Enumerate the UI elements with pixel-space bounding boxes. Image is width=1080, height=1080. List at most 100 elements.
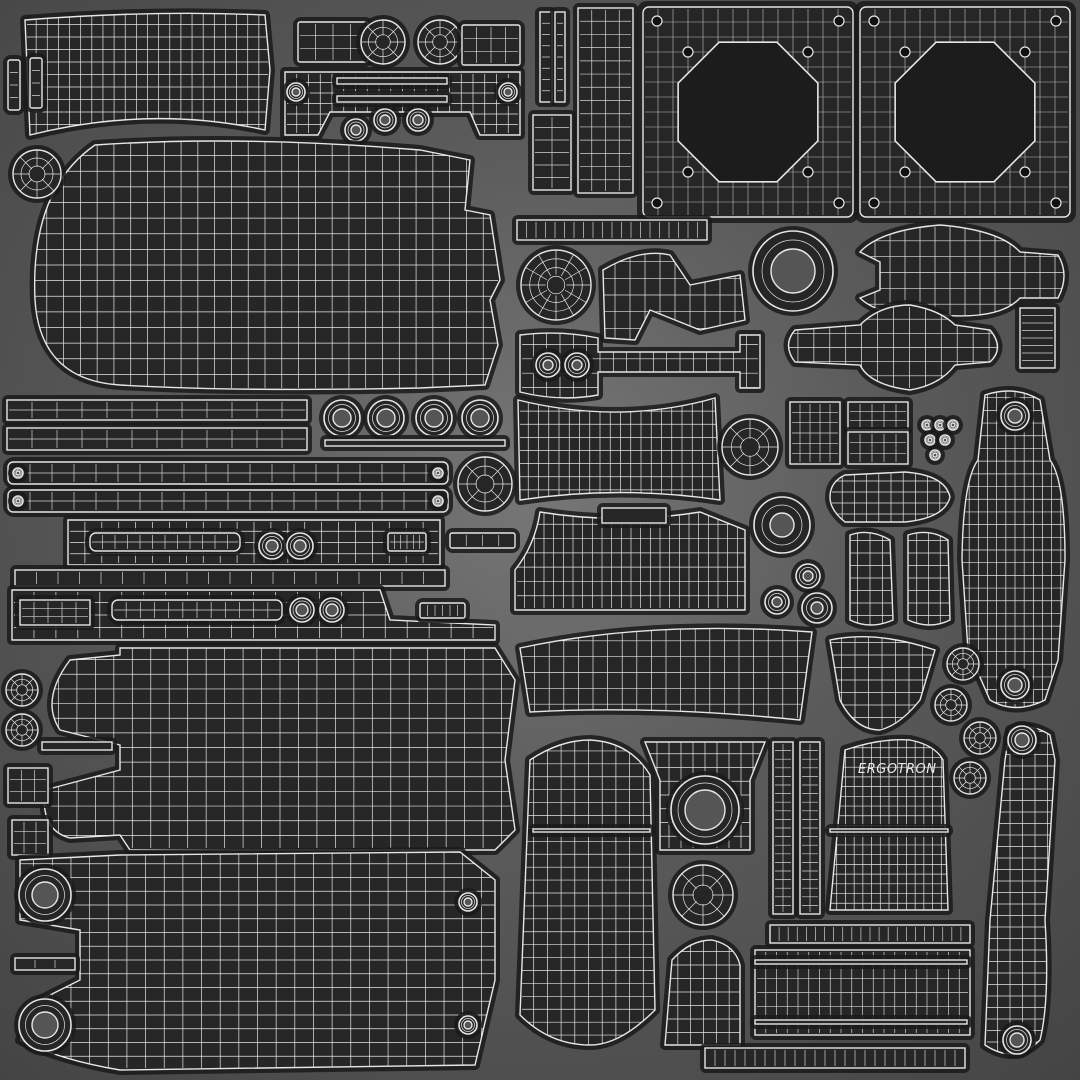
uv-wire-grid: [34, 142, 498, 388]
uv-mount-hole: [1050, 15, 1062, 27]
uv-island-22: [376, 111, 394, 129]
uv-island-50: [466, 404, 494, 432]
uv-island-169: [941, 436, 949, 444]
uv-mount-hole: [1019, 166, 1031, 178]
uv-island-178: [907, 531, 951, 626]
uv-island-141: [806, 597, 828, 619]
uv-wire-rings: [521, 250, 591, 320]
uv-wire-grid: [792, 404, 838, 462]
uv-island-166: [926, 436, 934, 444]
uv-wire-grid: [908, 532, 950, 625]
uv-island-12: [291, 87, 301, 97]
uv-island-46: [424, 408, 444, 428]
uv-wire-rings: [458, 457, 512, 511]
uv-island-137: [802, 570, 814, 582]
uv-island-189: [532, 828, 651, 833]
uv-island-70: [265, 539, 279, 553]
uv-wire-grid: [14, 822, 46, 853]
uv-island-127: [517, 397, 721, 501]
uv-island-153: [847, 401, 909, 431]
uv-wire-grid: [92, 535, 238, 549]
uv-octagon-hole: [894, 41, 1036, 183]
uv-island-107: [461, 895, 475, 909]
uv-island-171: [932, 452, 938, 458]
uv-mount-hole: [868, 197, 880, 209]
uv-wire-grid: [850, 404, 906, 428]
uv-mount-hole: [802, 46, 814, 58]
uv-wire-grid: [850, 434, 906, 462]
uv-wire-grid: [832, 472, 950, 522]
uv-island-140: [810, 601, 824, 615]
uv-island-138: [799, 567, 817, 585]
uv-island-87: [322, 600, 342, 620]
uv-wire-rings: [964, 722, 996, 754]
uv-mount-hole: [682, 46, 694, 58]
uv-island-71: [262, 536, 282, 556]
uv-island-43: [376, 408, 396, 428]
uv-wire-grid: [557, 22, 563, 92]
uv-island-100: [25, 875, 65, 915]
uv-island-80: [19, 599, 91, 626]
uv-wire-grid: [10, 770, 46, 801]
uv-island-124: [571, 359, 583, 371]
uv-wire-grid: [522, 628, 810, 718]
uv-island-163: [949, 421, 957, 429]
uv-island-19: [347, 121, 365, 139]
uv-island-210: [984, 726, 1056, 1055]
uv-island-103: [25, 1005, 65, 1045]
uv-island-18: [350, 124, 362, 136]
uv-island-109: [463, 1020, 473, 1030]
uv-wire-grid: [580, 10, 631, 191]
uv-wire-grid: [10, 492, 446, 510]
uv-island-193: [684, 789, 726, 831]
uv-mount-hole: [651, 15, 663, 27]
uv-island-102: [31, 1011, 59, 1039]
uv-island-221: [754, 1019, 968, 1025]
uv-wire-rings: [673, 865, 733, 925]
uv-island-174: [829, 471, 951, 523]
uv-island-49: [470, 408, 490, 428]
uv-wire-grid: [36, 572, 424, 584]
uv-wire-rings: [361, 20, 405, 64]
uv-island-117: [761, 239, 825, 303]
uv-wire-rings: [935, 689, 967, 721]
uv-island-59: [434, 469, 442, 477]
uv-wire-grid: [300, 24, 366, 60]
ergotron-logo-text: ERGOTRON: [858, 762, 937, 777]
uv-island-41: [328, 404, 356, 432]
uv-wire-rings: [947, 648, 979, 680]
uv-wire-grid: [788, 307, 998, 388]
uv-wire-grid: [535, 117, 569, 188]
uv-mount-hole: [868, 15, 880, 27]
uv-island-159: [937, 422, 943, 428]
uv-wire-grid: [757, 952, 968, 1033]
uv-island-99: [31, 881, 59, 909]
uv-island-21: [379, 114, 391, 126]
uv-wire-rings: [6, 674, 38, 706]
uv-island-110: [461, 1018, 475, 1032]
uv-wire-grid: [1022, 315, 1053, 361]
uv-island-56: [14, 469, 22, 477]
uv-island-84: [292, 600, 312, 620]
uv-wire-grid: [517, 512, 745, 608]
uv-island-26: [336, 77, 448, 85]
uv-island-94: [7, 767, 49, 804]
uv-island-165: [927, 437, 933, 443]
uv-island-216: [1006, 1029, 1028, 1051]
uv-island-131: [514, 511, 746, 611]
uv-wire-rings: [13, 150, 61, 198]
uv-island-116: [770, 248, 816, 294]
uv-wire-grid: [522, 740, 655, 1045]
uv-island-106: [463, 897, 473, 907]
uv-wire-grid: [667, 940, 740, 1044]
uv-island-93: [41, 741, 113, 751]
uv-wire-grid: [850, 532, 893, 625]
uv-island-64: [435, 498, 441, 504]
uv-wire-grid: [114, 602, 280, 618]
uv-island-208: [829, 828, 949, 833]
uv-island-172: [931, 451, 939, 459]
uv-island-144: [768, 593, 786, 611]
uv-island-185: [1007, 677, 1023, 693]
uv-wire-grid: [830, 636, 934, 728]
